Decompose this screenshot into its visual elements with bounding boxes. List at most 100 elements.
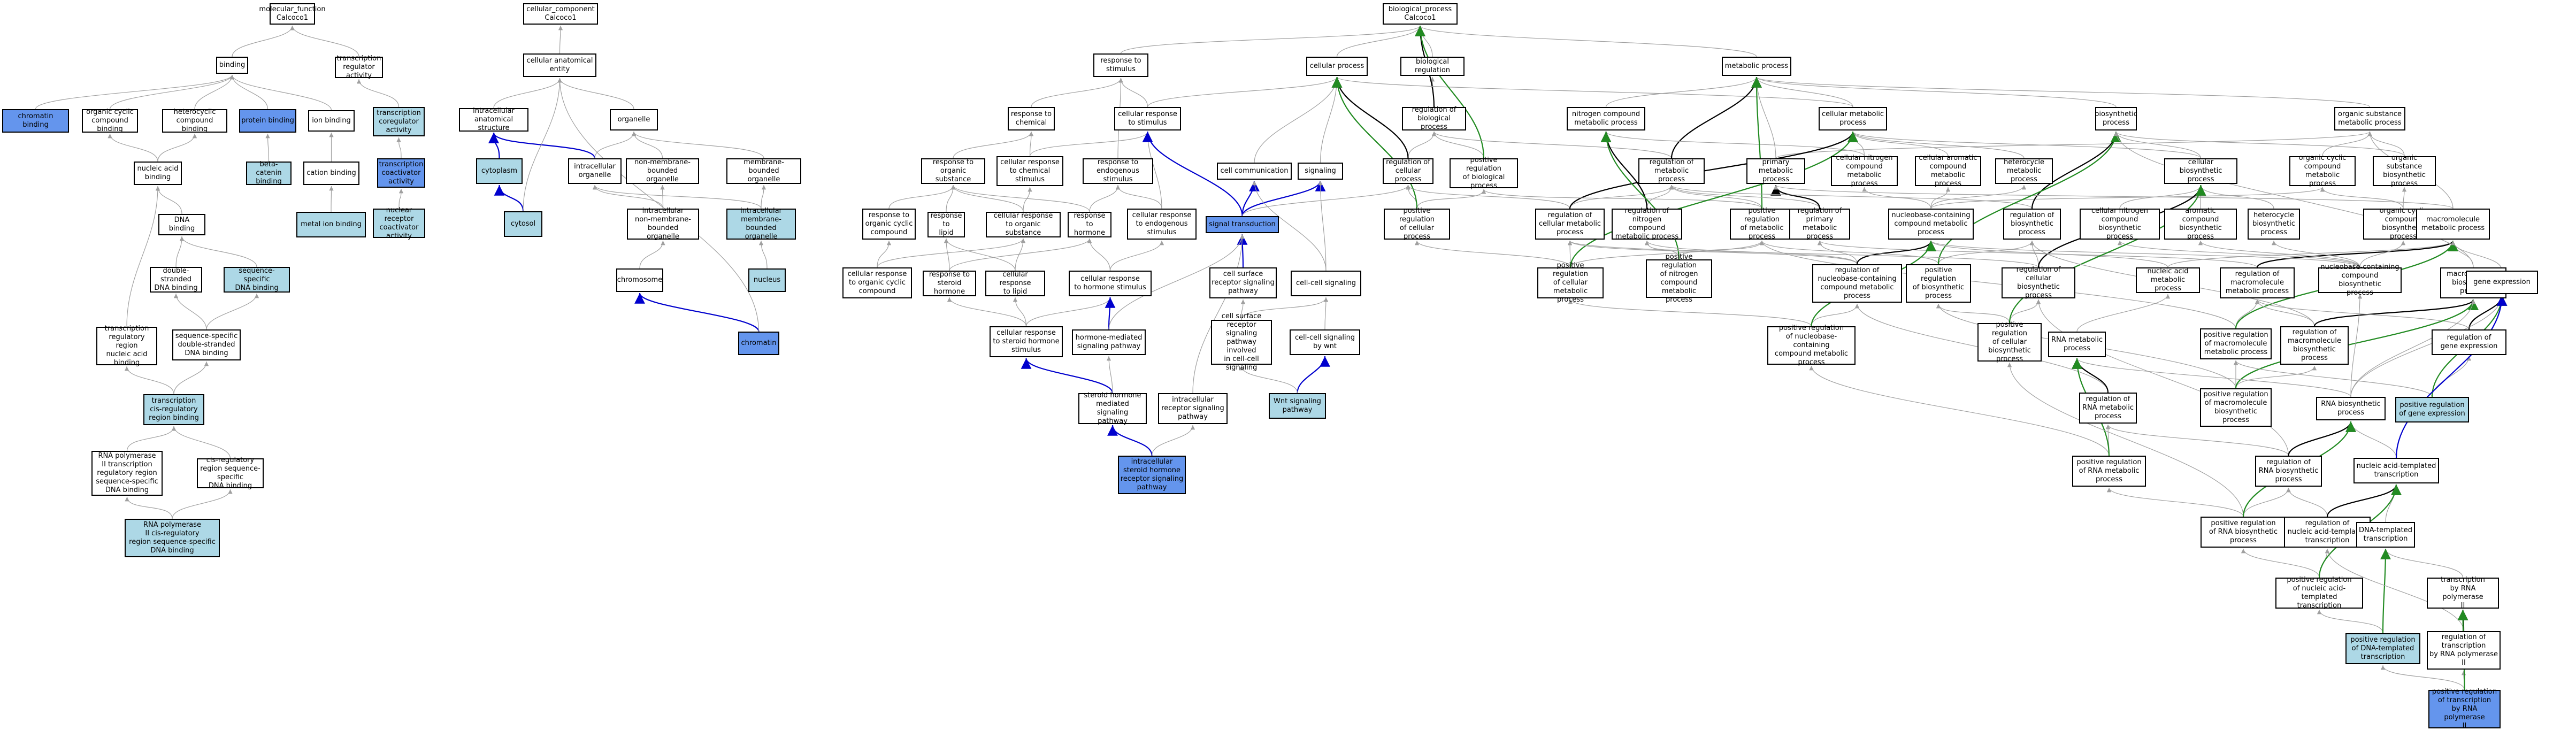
go-term-node-signaling[interactable]: signaling <box>1298 163 1343 180</box>
go-term-node-crhorm[interactable]: cellular response to hormone stimulus <box>1069 271 1152 296</box>
go-term-node-cncmp[interactable]: cellular nitrogen compound metabolic pro… <box>1831 154 1898 188</box>
go-term-node-regncmp[interactable]: regulation of nitrogen compound metaboli… <box>1612 207 1682 241</box>
go-term-node-namp[interactable]: nucleic acid metabolic process <box>2136 267 2200 293</box>
go-term-node-rocc[interactable]: response to organic cyclic compound <box>862 209 916 240</box>
go-term-node-cae[interactable]: cellular anatomical entity <box>523 53 596 77</box>
go-term-node-metproc[interactable]: metabolic process <box>1722 57 1791 76</box>
go-term-node-dsdna[interactable]: double-stranded DNA binding <box>150 267 202 293</box>
go-term-node-regcbp[interactable]: regulation of cellular biosynthetic proc… <box>2002 266 2075 299</box>
go-term-node-acbp[interactable]: aromatic compound biosynthetic process <box>2164 207 2237 241</box>
go-term-node-regmacbp[interactable]: regulation of macromolecule biosynthetic… <box>2280 326 2349 365</box>
go-term-node-dnabind[interactable]: DNA binding <box>158 214 205 235</box>
go-term-node-cellmet[interactable]: cellular metabolic process <box>1819 107 1887 130</box>
go-term-node-ccsig[interactable]: cell-cell signaling <box>1291 271 1361 296</box>
go-term-node-regtrnap2[interactable]: regulation of transcription by RNA polym… <box>2427 631 2501 670</box>
go-term-node-posregcp[interactable]: positive regulation of cellular process <box>1384 207 1450 241</box>
go-term-node-crlipid[interactable]: cellular response to lipid <box>985 271 1045 296</box>
go-term-node-cellproc[interactable]: cellular process <box>1306 57 1368 76</box>
go-term-node-isshr[interactable]: intracellular steroid hormone receptor s… <box>1118 456 1186 494</box>
go-term-node-seqdsdna[interactable]: sequence-specific double-stranded DNA bi… <box>172 329 241 360</box>
go-term-node-regrnabp[interactable]: regulation of RNA biosynthetic process <box>2255 456 2322 487</box>
go-term-node-cc[interactable]: cellular_component Calcoco1 <box>523 3 598 25</box>
go-term-node-crorg[interactable]: cellular response to organic substance <box>986 212 1061 237</box>
go-term-node-csrsp[interactable]: cell surface receptor signaling pathway <box>1209 267 1277 298</box>
go-term-node-nabind[interactable]: nucleic acid binding <box>134 162 182 185</box>
go-term-node-nbcmp[interactable]: nucleobase-containing compound metabolic… <box>1888 209 1974 240</box>
go-term-node-geneexp[interactable]: gene expression <box>2466 271 2538 294</box>
go-term-node-posregrnabp[interactable]: positive regulation of RNA biosynthetic … <box>2201 517 2286 548</box>
go-term-node-tcoact[interactable]: transcription coactivator activity <box>377 158 425 188</box>
go-term-node-posregge[interactable]: positive regulation of gene expression <box>2395 397 2469 422</box>
go-term-node-treg[interactable]: transcription regulator activity <box>335 55 383 80</box>
go-term-node-cellresp[interactable]: cellular response to stimulus <box>1114 107 1181 130</box>
go-term-node-regcp[interactable]: regulation of cellular process <box>1383 158 1433 184</box>
go-term-node-posregnbcmp[interactable]: positive regulation of nucleobase-contai… <box>1767 324 1856 366</box>
go-term-node-regbp[interactable]: regulation of biological process <box>1402 106 1466 131</box>
go-term-node-regmacmp[interactable]: regulation of macromolecule metabolic pr… <box>2220 267 2295 298</box>
go-term-node-posregbp[interactable]: positive regulation of biological proces… <box>1450 156 1518 190</box>
go-term-node-osmp[interactable]: organic substance metabolic process <box>2334 107 2405 130</box>
go-term-node-macmp[interactable]: macromolecule metabolic process <box>2416 209 2490 240</box>
go-term-node-intorg[interactable]: intracellular organelle <box>568 158 622 184</box>
go-term-node-regmp[interactable]: regulation of metabolic process <box>1638 158 1705 184</box>
go-term-node-dnatt[interactable]: DNA-templated transcription <box>2356 522 2415 548</box>
go-term-node-inmbo[interactable]: intracellular non-membrane-bounded organ… <box>627 207 699 241</box>
go-term-node-posregcmp[interactable]: positive regulation of cellular metaboli… <box>1537 262 1604 304</box>
go-term-node-rnabp[interactable]: RNA biosynthetic process <box>2316 397 2386 420</box>
go-term-node-mf[interactable]: molecular_function Calcoco1 <box>259 3 326 25</box>
go-term-node-chrombind[interactable]: chromatin binding <box>2 109 69 133</box>
go-term-node-regrnamp[interactable]: regulation of RNA metabolic process <box>2079 393 2137 424</box>
go-term-node-crocc[interactable]: cellular response to organic cyclic comp… <box>842 267 912 298</box>
go-term-node-cytosol[interactable]: cytosol <box>504 211 542 237</box>
go-term-node-posregrnamp[interactable]: positive regulation of RNA metabolic pro… <box>2072 456 2146 487</box>
go-term-node-regcmp[interactable]: regulation of cellular metabolic process <box>1535 209 1605 240</box>
go-term-node-respendo[interactable]: response to endogenous stimulus <box>1083 158 1153 184</box>
go-term-node-posregnatt[interactable]: positive regulation of nucleic acid-temp… <box>2275 576 2363 610</box>
go-term-node-tbyrnap2[interactable]: transcription by RNA polymerase II <box>2427 576 2499 610</box>
go-term-node-ccsigwnt[interactable]: cell-cell signaling by wnt <box>1290 329 1360 355</box>
go-term-node-bioreg[interactable]: biological regulation <box>1400 57 1465 76</box>
go-term-node-posregdnatt[interactable]: positive regulation of DNA-templated tra… <box>2345 633 2420 664</box>
go-term-node-regbiosyn[interactable]: regulation of biosynthetic process <box>2003 209 2061 240</box>
go-term-node-posregmacmp[interactable]: positive regulation of macromolecule met… <box>2200 328 2272 359</box>
go-term-node-posregbiosyn[interactable]: positive regulation of biosynthetic proc… <box>1906 264 1971 303</box>
go-term-node-protbind[interactable]: protein binding <box>239 109 296 133</box>
go-term-node-nucleus[interactable]: nucleus <box>748 268 786 292</box>
go-term-node-regpmp[interactable]: regulation of primary metabolic process <box>1789 207 1850 241</box>
go-term-node-cncbp[interactable]: cellular nitrogen compound biosynthetic … <box>2080 207 2160 241</box>
go-term-node-regge[interactable]: regulation of gene expression <box>2432 329 2506 355</box>
go-term-node-tcisreg[interactable]: transcription cis-regulatory region bind… <box>143 394 204 425</box>
go-term-node-ncmp[interactable]: nitrogen compound metabolic process <box>1567 107 1645 130</box>
go-term-node-resp[interactable]: response to stimulus <box>1093 53 1148 77</box>
go-term-node-seqdna[interactable]: sequence-specific DNA binding <box>224 267 290 293</box>
go-term-node-rnamp[interactable]: RNA metabolic process <box>2048 332 2106 357</box>
go-term-node-organelle[interactable]: organelle <box>610 109 658 130</box>
go-term-node-resphorm[interactable]: response to hormone <box>1068 212 1111 237</box>
go-term-node-resporg[interactable]: response to organic substance <box>921 158 985 184</box>
go-term-node-crchem[interactable]: cellular response to chemical stimulus <box>996 156 1063 186</box>
go-term-node-hetmp[interactable]: heterocycle metabolic process <box>1995 158 2053 184</box>
go-term-node-posregmp[interactable]: positive regulation of metabolic process <box>1730 207 1794 241</box>
go-term-node-shmsp[interactable]: steroid hormone mediated signaling pathw… <box>1078 391 1147 425</box>
go-term-node-posregncmp[interactable]: positive regulation of nitrogen compound… <box>1646 253 1712 304</box>
go-term-node-primmp[interactable]: primary metabolic process <box>1746 158 1805 184</box>
go-term-node-bp[interactable]: biological_process Calcoco1 <box>1383 3 1458 25</box>
go-term-node-metalbind[interactable]: metal ion binding <box>296 212 366 237</box>
go-term-node-posregmacbp[interactable]: positive regulation of macromolecule bio… <box>2200 388 2272 427</box>
go-term-node-nmbo[interactable]: non-membrane-bounded organelle <box>626 158 699 184</box>
go-term-node-tcoreg[interactable]: transcription coregulator activity <box>373 107 425 136</box>
go-term-node-osbp[interactable]: organic substance biosynthetic process <box>2373 154 2436 188</box>
go-term-node-ias[interactable]: intracellular anatomical structure <box>459 107 528 132</box>
go-term-node-chromatin[interactable]: chromatin <box>738 332 779 355</box>
go-term-node-rnap2cis[interactable]: RNA polymerase II cis-regulatory region … <box>125 519 220 557</box>
go-term-node-cellcomm[interactable]: cell communication <box>1217 163 1292 180</box>
go-term-node-chromosome[interactable]: chromosome <box>616 268 663 292</box>
go-term-node-mbo[interactable]: membrane-bounded organelle <box>726 158 801 184</box>
go-term-node-biosyn[interactable]: biosynthetic process <box>2095 107 2137 130</box>
go-term-node-crendo[interactable]: cellular response to endogenous stimulus <box>1127 209 1197 240</box>
go-term-node-binding[interactable]: binding <box>216 57 248 74</box>
go-term-node-csrspcc[interactable]: cell surface receptor signaling pathway … <box>1211 312 1272 372</box>
go-term-node-irsp[interactable]: intracellular receptor signaling pathway <box>1158 393 1228 424</box>
go-term-node-hetbp[interactable]: heterocycle biosynthetic process <box>2248 209 2300 240</box>
go-term-node-nrcoact[interactable]: nuclear receptor coactivator activity <box>373 206 425 240</box>
